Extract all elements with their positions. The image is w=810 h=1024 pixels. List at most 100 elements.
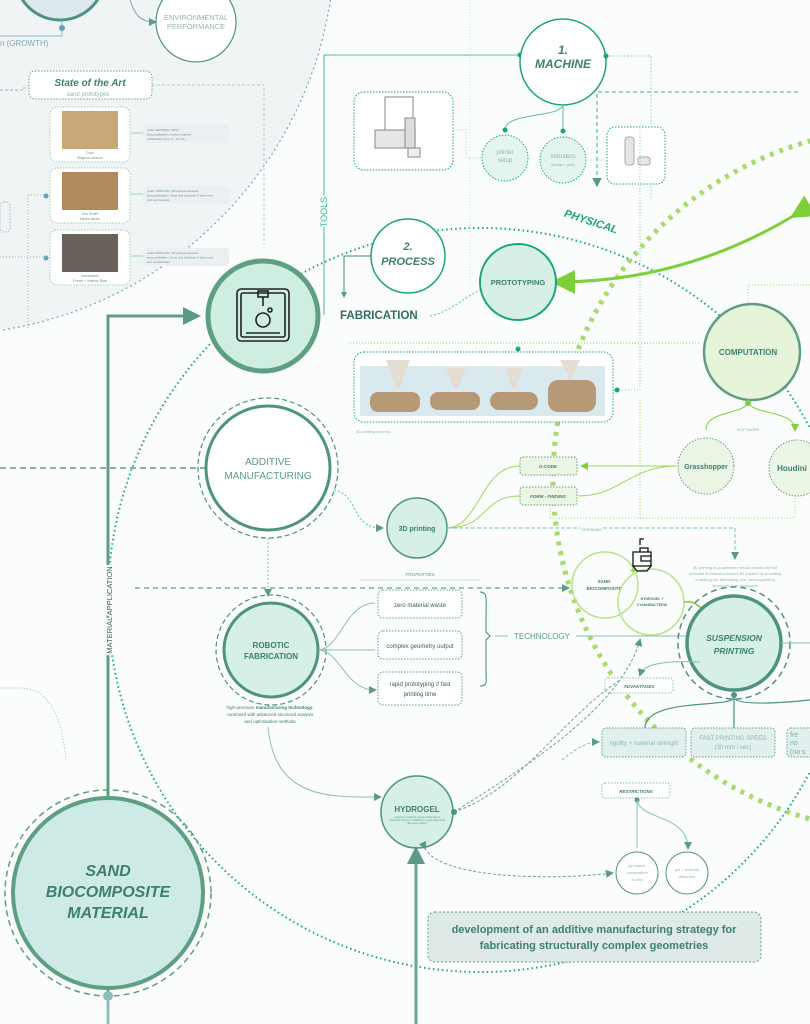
gel-matrix-label: & ratio (631, 877, 643, 882)
suspension-description: potential of extrusion-based 3D printers… (689, 571, 782, 576)
grasshopper-node[interactable] (677, 437, 735, 495)
printing-photos (370, 360, 596, 412)
advantages-label: ADVANTAGES (623, 684, 655, 689)
form-finding-box[interactable] (519, 486, 578, 506)
extruders-label: extruders (550, 154, 575, 160)
prototype-info: bioconsolidation: Sand and cellulose of … (147, 256, 213, 260)
third-advantage-label: no (790, 740, 798, 747)
additive-label: ADDITIVE (245, 457, 291, 468)
prototype-info: scale: PAVILION / 3D printed elements (147, 189, 199, 193)
suspension-description: 3D printing in suspension media unlocks … (693, 565, 778, 570)
sand-biocomposite-material-node[interactable] (11, 796, 205, 990)
zero-waste-box[interactable] (377, 589, 463, 619)
computation-node[interactable] (702, 302, 802, 402)
houdini-node[interactable] (768, 439, 810, 497)
grasshopper-label: Grasshopper (684, 464, 728, 471)
suspension-description: a strategy for fabricating non- self-sup… (695, 577, 774, 582)
hydrogel-description: dispersion medium (407, 822, 426, 825)
prototype-caption: Sandwaves (81, 274, 99, 278)
robotic-description: high-precision manufacturing technology, (226, 705, 313, 710)
prototyping-node[interactable] (479, 243, 557, 321)
printer-setup-label: printer (496, 150, 513, 156)
fabrication-printer-node[interactable] (205, 258, 321, 374)
plus-icon: + (630, 566, 636, 577)
fabrication-label: FABRICATION (340, 310, 418, 322)
prototype-info-card (143, 248, 229, 266)
prototype-caption: Jmo SUNE (81, 212, 99, 216)
third-advantage-label: (no s (790, 749, 806, 756)
zero-waste-label: zero material waste (394, 603, 447, 609)
hydrogel-description: hydrophilic, forming a colloidal gel in … (389, 819, 446, 822)
gel-matrix-node[interactable] (615, 851, 659, 895)
state-of-art-title: State of the Art (54, 78, 126, 89)
sand-biocomposite-node[interactable] (571, 551, 639, 619)
env-performance-label: PERFORMANCE (167, 22, 225, 31)
hydrogel-description: network of crosslinked polymer chains th… (393, 816, 441, 819)
rigidity-label: rigidity + material strength (610, 741, 679, 747)
prototype-info-card (143, 186, 229, 204)
prototype-caption: Precht + Markus Blatt (73, 279, 107, 283)
goal-box (427, 911, 762, 963)
fast-printing-label: (30 mm / sec) (715, 745, 752, 751)
form-finding-label: FORM - FINDING (530, 494, 566, 499)
goal-text: development of an additive manufacturing… (452, 924, 738, 936)
tools-label: TOOLS (319, 197, 329, 227)
prototype-info: bioconsolidation: Sand and cellulose of … (147, 194, 213, 198)
complex-geometry-box[interactable] (377, 630, 463, 660)
technique-label: technique (582, 527, 602, 532)
robotic-fabrication-node[interactable] (222, 601, 320, 699)
prototype-info: and cornstarches (147, 260, 171, 264)
robotic-label: FABRICATION (244, 652, 298, 661)
suspension-label: SUSPENSION (706, 633, 763, 643)
prototype-info-card (143, 125, 229, 143)
hydrogel-cyanobacteria-node[interactable] (617, 568, 685, 636)
rigidity-box[interactable] (601, 727, 687, 758)
rapid-prototyping-box[interactable] (377, 671, 463, 706)
hydrogel-cyano-label: HYDROGEL + (641, 597, 664, 601)
environmental-performance-node[interactable] (155, 0, 237, 63)
prototype-info: scale: PAVILION / 3D printed elements (147, 251, 199, 255)
third-advantage-box[interactable] (786, 727, 810, 758)
additive-manufacturing-node[interactable] (204, 404, 332, 532)
third-advantage-label: fre (790, 732, 798, 739)
gcode-box[interactable] (519, 456, 578, 476)
complex-geometry-label: complex geometry output (386, 644, 454, 650)
state-of-art-subtitle: sand prototypes (67, 92, 110, 98)
prototype-photo (62, 172, 118, 210)
suspension-description: structures from hydrogels (712, 583, 757, 588)
gel-distortion-node[interactable] (665, 851, 709, 895)
sand-material-label: SAND (85, 863, 131, 880)
prototyping-label: PROTOTYPING (491, 278, 546, 287)
prototype-photo (62, 234, 118, 272)
rapid-prototyping-label: rapid prototyping // fast (389, 682, 450, 688)
extruders-node[interactable] (539, 136, 587, 184)
printer-setup-node[interactable] (481, 134, 529, 182)
extruder-icon (631, 538, 653, 572)
fast-printing-label: FAST PRINTING SPEED (699, 736, 767, 742)
prototype-info: and corn kernels (147, 198, 170, 202)
sand-biocomposite-label: SAND (598, 579, 612, 584)
technology-label: TECHNOLOGY (514, 632, 571, 641)
prototype-caption: Magnus Larsson (77, 156, 103, 160)
suspension-printing-node[interactable] (685, 594, 783, 692)
env-performance-label: ENVIRONMENTAL (164, 13, 228, 22)
prototype-caption: Dust (86, 151, 93, 155)
fast-printing-box[interactable] (690, 727, 776, 758)
machine-number: 1. (558, 43, 568, 57)
extruder-illustration (624, 136, 651, 166)
machine-title: MACHINE (535, 57, 592, 71)
growth-label: n (GROWTH) (0, 39, 49, 48)
advantages-box[interactable] (604, 677, 674, 694)
restrictions-label: RESTRICTIONS (619, 789, 653, 794)
state-of-art-box (28, 70, 153, 100)
prototype-info: bioconsolidation: sodium chloride (147, 133, 192, 137)
3d-printer-icon (236, 288, 290, 342)
prototype-caption: Matrix studio (80, 217, 100, 221)
properties-label: PROPERTIES (406, 572, 435, 577)
printing-process-caption: 3D printing process (356, 429, 390, 434)
prototype-info: solidification time: 6 - 10 min (147, 137, 185, 141)
hydrogel-cyano-label: CYANOBACTERIA (637, 603, 668, 607)
sand-material-label: MATERIAL (67, 905, 148, 922)
